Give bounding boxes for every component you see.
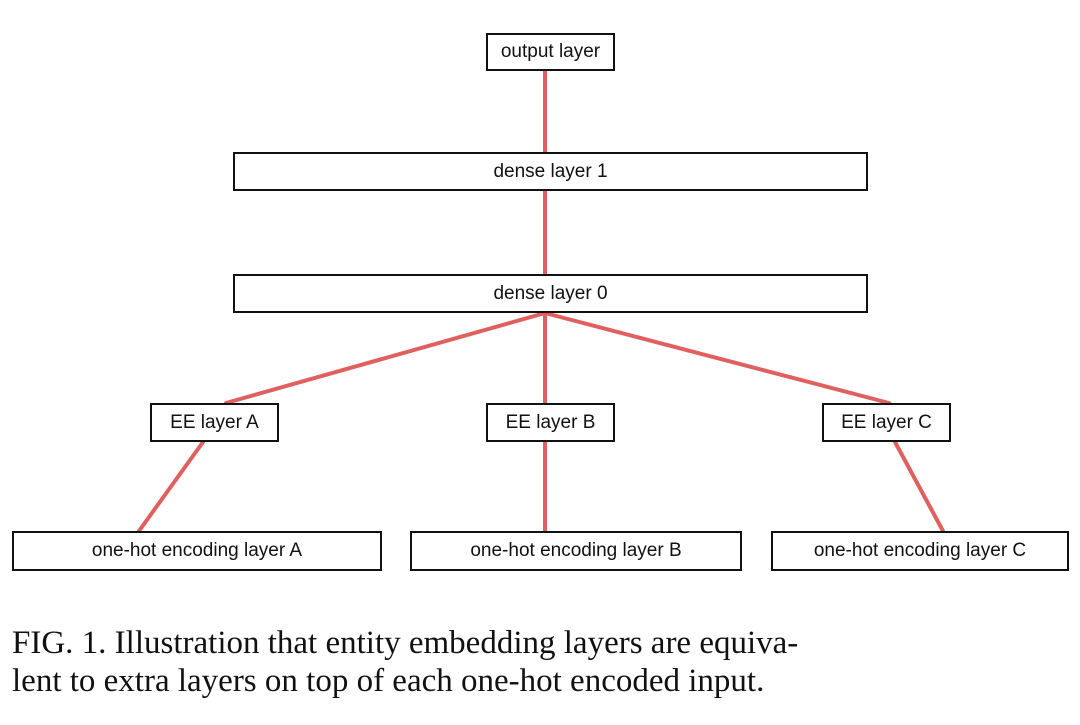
edge-dense0-eeA xyxy=(224,311,547,405)
edge-dense0-eeC xyxy=(543,311,891,405)
figure-caption: FIG. 1. Illustration that entity embeddi… xyxy=(12,624,1072,700)
edge-eeA-onehotA xyxy=(137,440,205,533)
edge-eeC-onehotC xyxy=(893,440,945,533)
one-hot-encoding-c-node: one-hot encoding layer C xyxy=(771,531,1069,571)
connection-lines xyxy=(137,69,945,533)
ee-layer-c-node: EE layer C xyxy=(822,403,951,442)
network-diagram: output layer dense layer 1 dense layer 0… xyxy=(12,33,1069,571)
ee-layer-b-node: EE layer B xyxy=(486,403,615,442)
caption-line-1: FIG. 1. Illustration that entity embeddi… xyxy=(12,625,799,661)
caption-line-2: lent to extra layers on top of each one-… xyxy=(12,663,765,699)
output-layer-node: output layer xyxy=(486,33,615,71)
one-hot-encoding-a-node: one-hot encoding layer A xyxy=(12,531,382,571)
one-hot-encoding-b-node: one-hot encoding layer B xyxy=(410,531,742,571)
dense-layer-1-node: dense layer 1 xyxy=(233,152,868,191)
ee-layer-a-node: EE layer A xyxy=(150,403,279,442)
dense-layer-0-node: dense layer 0 xyxy=(233,274,868,313)
